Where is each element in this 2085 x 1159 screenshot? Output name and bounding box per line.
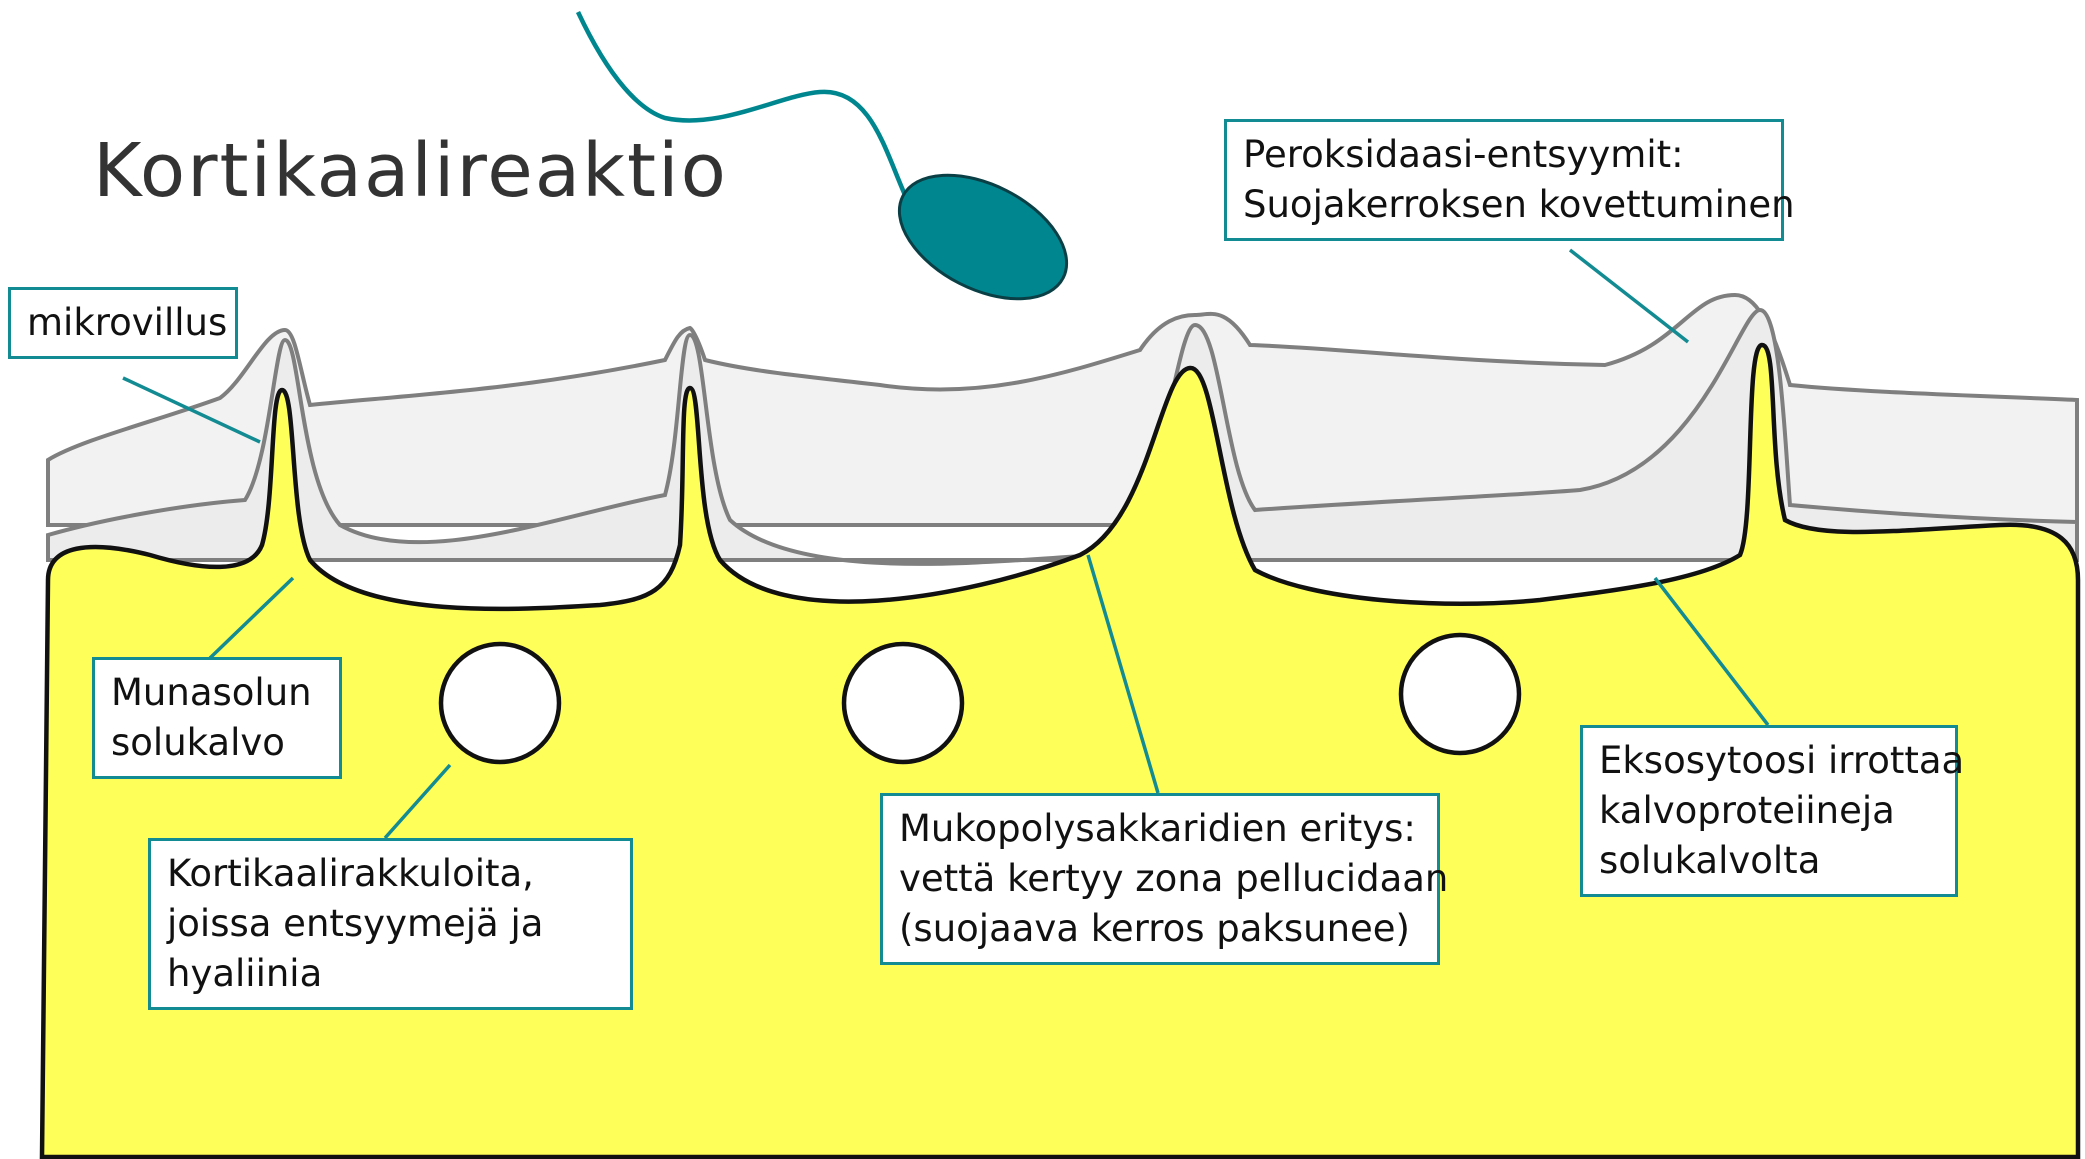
- label-line: Suojakerroksen kovettuminen: [1243, 180, 1765, 230]
- label-line: kalvoproteiineja: [1599, 786, 1939, 836]
- sperm-head: [879, 150, 1087, 324]
- cortical-vesicle: [1401, 635, 1519, 753]
- label-line: solukalvo: [111, 718, 323, 768]
- label-line: joissa entsyymejä ja: [167, 899, 614, 949]
- label-eksosytoosi: Eksosytoosi irrottaa kalvoproteiineja so…: [1580, 725, 1958, 897]
- label-mukopolysakkaridit: Mukopolysakkaridien eritys: vettä kertyy…: [880, 793, 1440, 965]
- label-line: Munasolun: [111, 668, 323, 718]
- label-line: mikrovillus: [27, 298, 219, 348]
- label-line: Kortikaalirakkuloita,: [167, 849, 614, 899]
- cortical-vesicle: [441, 644, 559, 762]
- label-line: (suojaava kerros paksunee): [899, 904, 1421, 954]
- leader-line: [1570, 250, 1688, 342]
- label-line: solukalvolta: [1599, 836, 1939, 886]
- label-mikrovillus: mikrovillus: [8, 287, 238, 359]
- label-munasolun-solukalvo: Munasolun solukalvo: [92, 657, 342, 779]
- label-kortikaalirakkuloita: Kortikaalirakkuloita, joissa entsyymejä …: [148, 838, 633, 1010]
- label-line: Eksosytoosi irrottaa: [1599, 736, 1939, 786]
- diagram-title: Kortikaalireaktio: [93, 128, 728, 214]
- label-line: vettä kertyy zona pellucidaan: [899, 854, 1421, 904]
- label-line: Peroksidaasi-entsyymit:: [1243, 130, 1765, 180]
- label-line: hyaliinia: [167, 949, 614, 999]
- label-line: Mukopolysakkaridien eritys:: [899, 804, 1421, 854]
- cortical-vesicle: [844, 644, 962, 762]
- label-peroksidaasi: Peroksidaasi-entsyymit: Suojakerroksen k…: [1224, 119, 1784, 241]
